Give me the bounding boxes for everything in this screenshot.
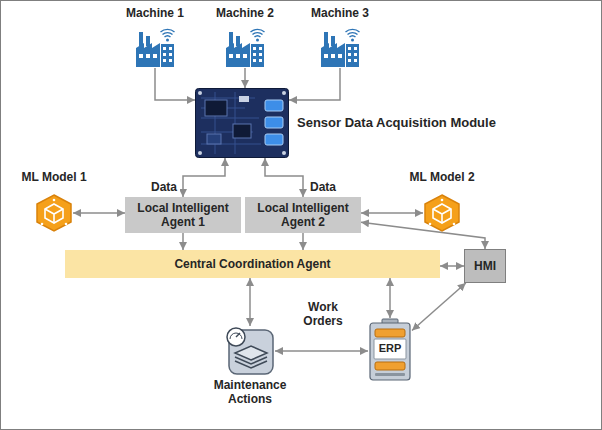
agent-box: Local Intelligent Agent 2 [245,197,361,233]
ml-model: ML Model 2 [398,170,486,234]
factory-icon [135,28,175,68]
edge-label: Data [307,180,339,194]
connector-arrow [155,68,195,100]
connector-arrow [183,158,225,197]
board-icon [195,88,289,158]
edge-label: Work Orders [292,300,354,329]
factory-symbol [321,29,360,67]
factory-symbol [226,29,265,67]
connector-arrow [244,68,246,88]
agent-box: Local Intelligent Agent 1 [125,197,241,233]
erp-node: ERP [368,318,412,382]
connector-arrow [249,278,251,326]
factory-icon [225,28,265,68]
cube-symbol [425,195,459,231]
machine-node: Machine 2 [210,4,280,68]
connector-arrow [389,278,391,318]
factory-icon [320,28,360,68]
connector-arrow [302,233,304,250]
hmi-box: HMI [464,249,506,283]
connector-arrow [275,350,368,352]
box-label: Local Intelligent Agent 1 [125,201,241,230]
node-label: ML Model 2 [398,170,486,184]
board-symbol [196,89,289,158]
connector-arrow [361,212,423,214]
node-label: Machine 3 [305,6,375,20]
maint-icon [225,326,275,376]
ml-model: ML Model 1 [10,170,98,234]
box-label: Central Coordination Agent [170,257,334,271]
connector-arrow [265,158,303,197]
maintenance-node: Maintenance Actions [195,326,305,416]
connector-arrow [73,212,125,214]
cube-symbol [37,195,71,231]
factory-symbol [136,29,175,67]
node-label: Machine 2 [210,6,280,20]
cube-icon [423,194,461,232]
node-label: Sensor Data Acquisition Module [297,115,496,131]
connector-arrow [289,68,340,100]
machine-node: Machine 3 [305,4,375,68]
node-label: Maintenance Actions [195,378,305,407]
box-label: Local Intelligent Agent 2 [245,201,361,230]
machine-node: Machine 1 [120,4,190,68]
edge-label: Data [148,180,180,194]
connector-arrow [361,222,485,249]
coordination-band: Central Coordination Agent [65,250,440,278]
connector-arrow [412,283,466,331]
cube-icon [35,194,73,232]
connector-arrow [440,265,464,267]
maint-symbol [227,328,273,374]
node-label: Machine 1 [120,6,190,20]
box-label: HMI [470,259,500,273]
node-label: ML Model 1 [10,170,98,184]
sensor-module: Sensor Data Acquisition Module [195,88,535,160]
node-label: ERP [368,342,412,355]
connector-arrow [182,233,184,250]
